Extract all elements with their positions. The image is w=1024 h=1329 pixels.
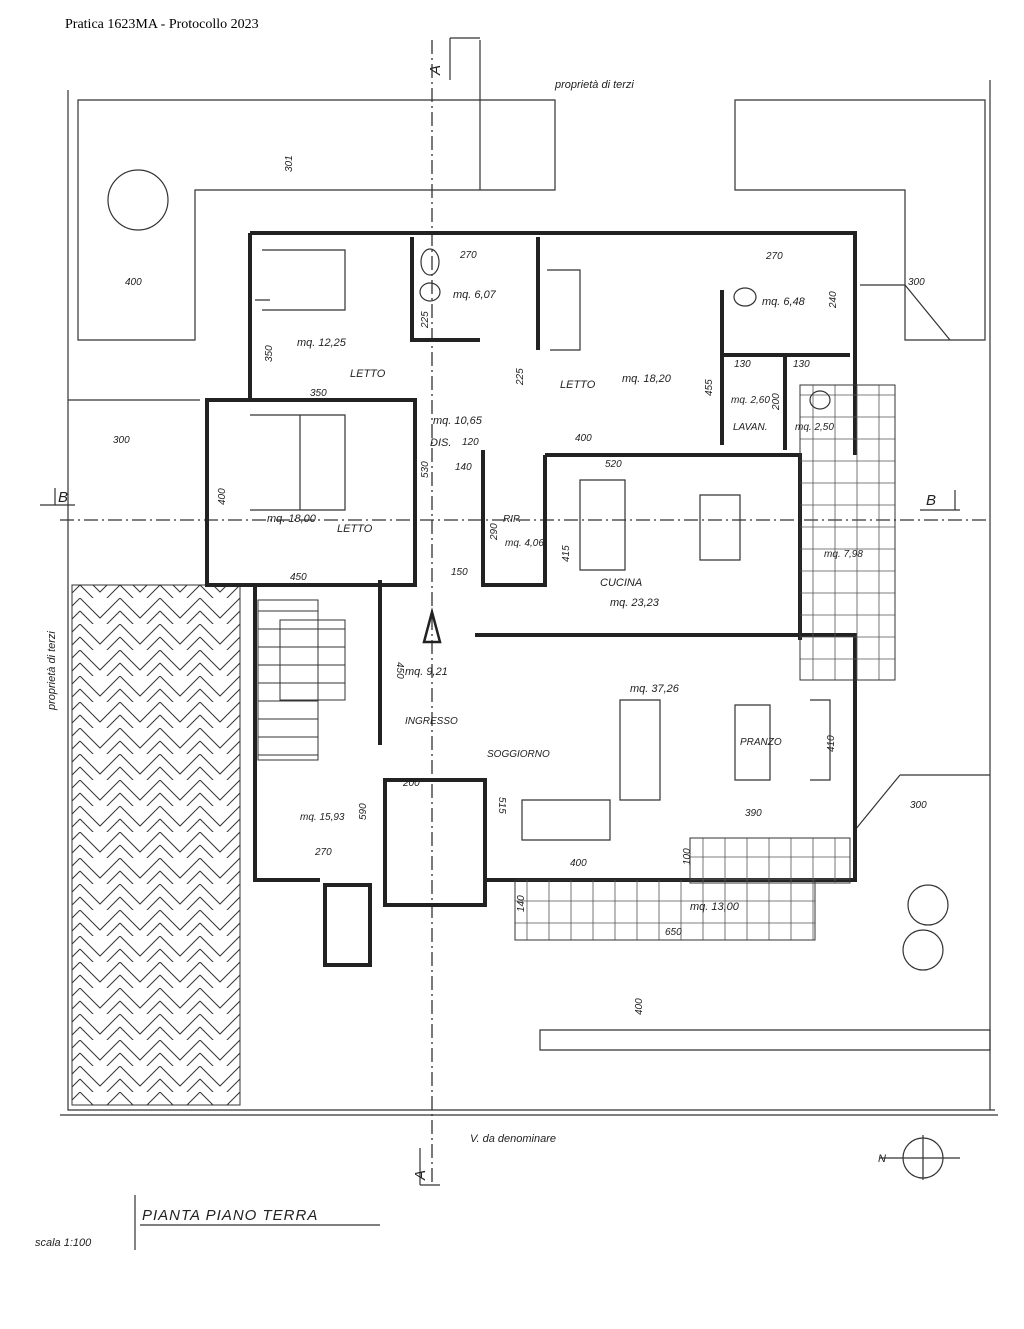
dimension: 520 xyxy=(605,459,622,470)
room-area: mq. 13,00 xyxy=(690,901,740,913)
room-name: LETTO xyxy=(337,523,373,535)
section-marker-a-top: A xyxy=(427,37,480,80)
dimension: 225 xyxy=(420,311,431,329)
dimension: 225 xyxy=(515,368,526,386)
dimension: 270 xyxy=(459,250,477,261)
dimension: 410 xyxy=(826,735,837,752)
plan-title: PIANTA PIANO TERRA xyxy=(142,1207,318,1224)
room-name: LETTO xyxy=(560,379,596,391)
dimension: 300 xyxy=(113,435,130,446)
patio-south xyxy=(514,879,816,941)
dimension: 150 xyxy=(451,567,468,578)
svg-text:B: B xyxy=(926,492,937,509)
room-name: PRANZO xyxy=(740,737,782,748)
dimension: 590 xyxy=(358,803,369,820)
room-area: mq. 18,00 xyxy=(267,513,317,525)
dimension: 400 xyxy=(217,488,228,505)
dimension: 415 xyxy=(561,545,572,562)
dimension: 450 xyxy=(290,572,307,583)
dimension: 240 xyxy=(828,291,839,309)
neighbor-left-label: proprietà di terzi xyxy=(46,631,58,711)
room-name: LAVAN. xyxy=(733,422,767,433)
garage-hatch xyxy=(71,584,241,1106)
room-area: mq. 10,65 xyxy=(433,415,483,427)
room-area: mq. 15,93 xyxy=(300,812,345,823)
svg-text:A: A xyxy=(427,64,444,76)
room-area: mq. 6,48 xyxy=(762,296,806,308)
section-marker-b-right: B xyxy=(920,490,960,511)
svg-text:A: A xyxy=(412,1169,429,1181)
room-name: SOGGIORNO xyxy=(487,749,550,760)
dimension: 100 xyxy=(682,848,693,865)
room-name: INGRESSO xyxy=(405,716,458,727)
room-area: mq. 6,07 xyxy=(453,289,497,301)
dimension: 200 xyxy=(402,778,420,789)
dimension: 200 xyxy=(771,393,782,411)
furniture xyxy=(107,169,949,971)
dimension: 300 xyxy=(908,277,925,288)
north-arrow-icon: N xyxy=(878,1135,960,1180)
title-underline xyxy=(134,1195,380,1250)
neighbor-top-label: proprietà di terzi xyxy=(554,79,634,91)
room-area: mq. 7,98 xyxy=(824,549,863,560)
svg-text:B: B xyxy=(58,489,69,506)
dimension: 300 xyxy=(910,800,927,811)
lot-boundary xyxy=(60,80,998,1116)
dimension: 390 xyxy=(745,808,762,819)
dimension: 270 xyxy=(314,847,332,858)
room-name: DIS. xyxy=(430,437,451,449)
room-area: mq. 4,06 xyxy=(505,538,544,549)
room-name: CUCINA xyxy=(600,577,642,589)
document-header: Pratica 1623MA - Protocollo 2023 xyxy=(65,17,259,32)
entrance-arrow-icon xyxy=(422,607,442,644)
dimension: 400 xyxy=(125,277,142,288)
dimension: 301 xyxy=(284,155,295,172)
staircase-upper xyxy=(279,619,346,701)
dimension: 120 xyxy=(462,437,479,448)
room-labels: mq. 12,25 LETTO mq. 6,07 LETTO mq. 18,20… xyxy=(267,289,863,913)
dimension: 270 xyxy=(765,251,783,262)
svg-text:N: N xyxy=(878,1153,886,1165)
dimension: 400 xyxy=(570,858,587,869)
dimension: 650 xyxy=(665,927,682,938)
dimension: 400 xyxy=(575,433,592,444)
plan-scale: scala 1:100 xyxy=(35,1237,92,1249)
dimension: 140 xyxy=(516,895,527,912)
dimension: 530 xyxy=(420,461,431,478)
dimension: 290 xyxy=(489,523,500,541)
dimension: 140 xyxy=(455,462,472,473)
street-label: V. da denominare xyxy=(470,1133,556,1145)
room-name: LETTO xyxy=(350,368,386,380)
room-name: RIP. xyxy=(503,514,521,525)
dimension: 130 xyxy=(793,359,810,370)
room-area: mq. 12,25 xyxy=(297,337,347,349)
room-area: mq. 23,23 xyxy=(610,597,660,609)
room-area: mq. 37,26 xyxy=(630,683,680,695)
patio-east xyxy=(799,384,896,681)
dimension: 400 xyxy=(634,998,645,1015)
patio-southeast xyxy=(689,837,851,884)
section-marker-a-bottom: A xyxy=(412,1148,440,1186)
dimension: 130 xyxy=(734,359,751,370)
room-area: mq. 9,21 xyxy=(405,666,448,678)
dimension: 350 xyxy=(264,345,275,362)
room-area: mq. 18,20 xyxy=(622,373,672,385)
dimension: 455 xyxy=(704,379,715,396)
dimension: 350 xyxy=(310,388,327,399)
dimension: 450 xyxy=(394,662,405,679)
room-area: mq. 2,60 xyxy=(731,395,770,406)
dimension: 515 xyxy=(496,797,507,814)
room-area: mq. 2,50 xyxy=(795,422,834,433)
dimension-labels: 301 400 300 300 300 350 350 225 270 225 … xyxy=(113,155,927,1015)
section-marker-b-left: B xyxy=(40,488,75,506)
